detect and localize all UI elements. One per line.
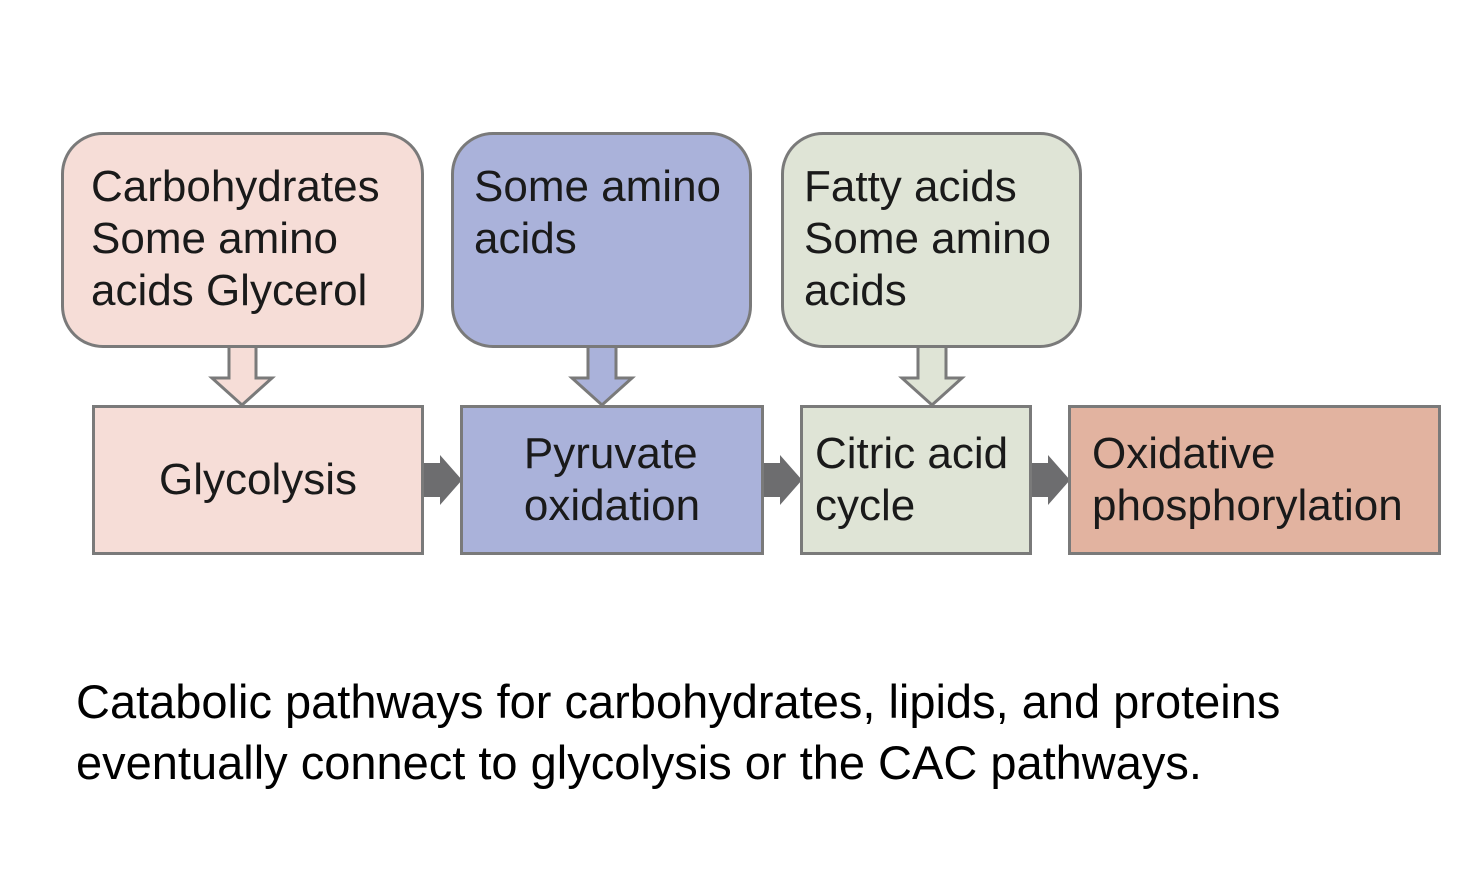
source-box-fatty-acids: Fatty acids Some amino acids [781, 132, 1082, 348]
step-box-pyruvate-oxidation: Pyruvate oxidation [460, 405, 764, 555]
step-label: Oxidative phosphorylation [1092, 428, 1403, 532]
source-text-line: Carbohydrates [91, 162, 380, 211]
caption-line: eventually connect to glycolysis or the … [76, 736, 1202, 789]
figure-caption: Catabolic pathways for carbohydrates, li… [76, 671, 1436, 793]
step-text-line: Glycolysis [158, 455, 358, 504]
source-box-carbohydrates: Carbohydrates Some amino acids Glycerol [61, 132, 424, 348]
source-text-line: acids Glycerol [91, 266, 368, 315]
step-box-glycolysis: Glycolysis [92, 405, 424, 555]
down-arrow-carbohydrates [208, 344, 276, 408]
step-text-line: Citric acid [815, 429, 1009, 478]
step-text-line: phosphorylation [1092, 481, 1403, 530]
step-box-citric-acid-cycle: Citric acid cycle [800, 405, 1032, 555]
right-arrow-citric-to-oxidative [1030, 455, 1070, 505]
source-text-line: Some amino [804, 214, 1052, 263]
step-text-line: cycle [815, 481, 916, 530]
source-text-line: acids [804, 266, 907, 315]
source-text-line: Fatty acids [804, 162, 1017, 211]
step-text-line: Oxidative [1092, 429, 1276, 478]
step-box-oxidative-phosphorylation: Oxidative phosphorylation [1068, 405, 1441, 555]
down-arrow-amino-acids [568, 344, 636, 408]
source-text-line: Some amino [474, 162, 722, 211]
step-label: Citric acid cycle [815, 428, 1008, 532]
right-arrow-glycolysis-to-pyruvate [422, 455, 462, 505]
source-box-amino-acids: Some amino acids [451, 132, 752, 348]
step-text-line: oxidation [523, 481, 701, 530]
step-label: Glycolysis [159, 454, 357, 506]
right-arrow-pyruvate-to-citric [762, 455, 802, 505]
down-arrow-fatty-acids [898, 344, 966, 408]
caption-line: Catabolic pathways for carbohydrates, li… [76, 675, 1281, 728]
source-text-line: acids [474, 214, 577, 263]
step-text-line: Pyruvate [523, 429, 698, 478]
source-text-line: Some amino [91, 214, 339, 263]
step-label: Pyruvate oxidation [524, 428, 700, 532]
